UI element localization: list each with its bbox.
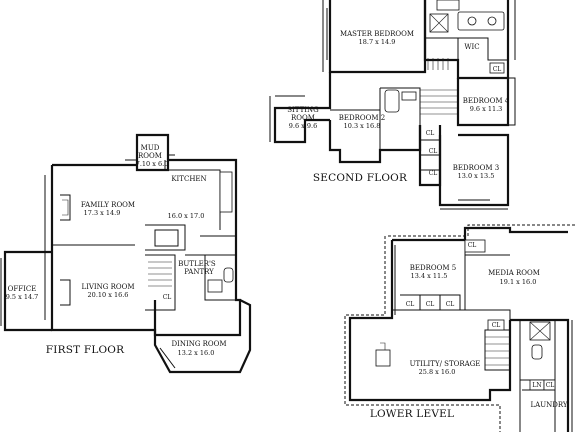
utility-storage-dims: 25.8 x 16.0	[419, 368, 456, 376]
bedroom-5-name: BEDROOM 5	[410, 264, 456, 272]
bedroom-4-name: BEDROOM 4	[463, 97, 510, 105]
media-room-name: MEDIA ROOM	[488, 269, 540, 277]
living-room-dims: 20.10 x 16.6	[88, 291, 129, 299]
family-room-dims: 17.3 x 14.9	[84, 209, 121, 217]
wic-name: WIC	[464, 43, 479, 51]
first-floor-plan: MUD ROOM 7.10 x 6.0 KITCHEN 16.0 x 17.0 …	[0, 133, 252, 374]
lower-level-closet-label: CL	[446, 301, 455, 308]
second-floor-closet-label: CL	[493, 66, 502, 73]
mud-room-name-line1: MUD	[141, 144, 160, 152]
bedroom-4-dims: 9.6 x 11.3	[470, 105, 503, 113]
lower-level-linen-label: LN	[532, 382, 541, 389]
sitting-room-name-line2: ROOM	[291, 114, 315, 122]
sitting-room-dims: 9.6 x 9.6	[289, 122, 317, 130]
media-room-dims: 19.1 x 16.0	[500, 278, 537, 286]
butlers-pantry-name-line2: PANTRY	[184, 268, 214, 276]
lower-level-title: LOWER LEVEL	[370, 408, 454, 420]
living-room-name: LIVING ROOM	[81, 283, 134, 291]
lower-level-closet-label: CL	[406, 301, 415, 308]
second-floor-plan: MASTER BEDROOM 18.7 x 14.9 WIC CL BEDROO…	[269, 0, 516, 210]
second-floor-closet-label: CL	[429, 170, 438, 177]
bedroom-3-dims: 13.0 x 13.5	[458, 172, 495, 180]
first-floor-closet-label: CL	[163, 294, 172, 301]
dining-room-dims: 13.2 x 16.0	[178, 349, 215, 357]
second-floor-closet-label: CL	[429, 148, 438, 155]
bedroom-3-name: BEDROOM 3	[453, 164, 499, 172]
bedroom-2-name: BEDROOM 2	[339, 114, 385, 122]
utility-storage-name: UTILITY/ STORAGE	[410, 360, 481, 368]
office-name: OFFICE	[8, 285, 37, 293]
master-bedroom-dims: 18.7 x 14.9	[359, 38, 396, 46]
lower-level-closet-label: CL	[546, 382, 555, 389]
kitchen-dims: 16.0 x 17.0	[168, 212, 205, 220]
lower-level-closet-label: CL	[468, 242, 477, 249]
mud-room-dims: 7.10 x 6.0	[136, 160, 169, 168]
lower-level-closet-label: CL	[426, 301, 435, 308]
office-dims: 9.5 x 14.7	[6, 293, 39, 301]
laundry-name: LAUNDRY	[530, 401, 567, 409]
lower-level-closet-label: CL	[492, 322, 501, 329]
master-bedroom-name: MASTER BEDROOM	[340, 30, 414, 38]
first-floor-title: FIRST FLOOR	[46, 344, 125, 356]
bedroom-5-dims: 13.4 x 11.5	[411, 272, 448, 280]
second-floor-title: SECOND FLOOR	[313, 172, 408, 184]
family-room-name: FAMILY ROOM	[81, 201, 135, 209]
dining-room-name: DINING ROOM	[171, 340, 226, 348]
bedroom-2-dims: 10.3 x 16.8	[344, 122, 381, 130]
butlers-pantry-name-line1: BUTLER'S	[178, 260, 216, 268]
mud-room-name-line2: ROOM	[138, 152, 162, 160]
lower-level-plan: BEDROOM 5 13.4 x 11.5 CL CL CL CL MEDIA …	[344, 224, 575, 432]
sitting-room-name-line1: SITTING	[287, 106, 319, 114]
kitchen-name: KITCHEN	[171, 175, 206, 183]
second-floor-closet-label: CL	[426, 130, 435, 137]
